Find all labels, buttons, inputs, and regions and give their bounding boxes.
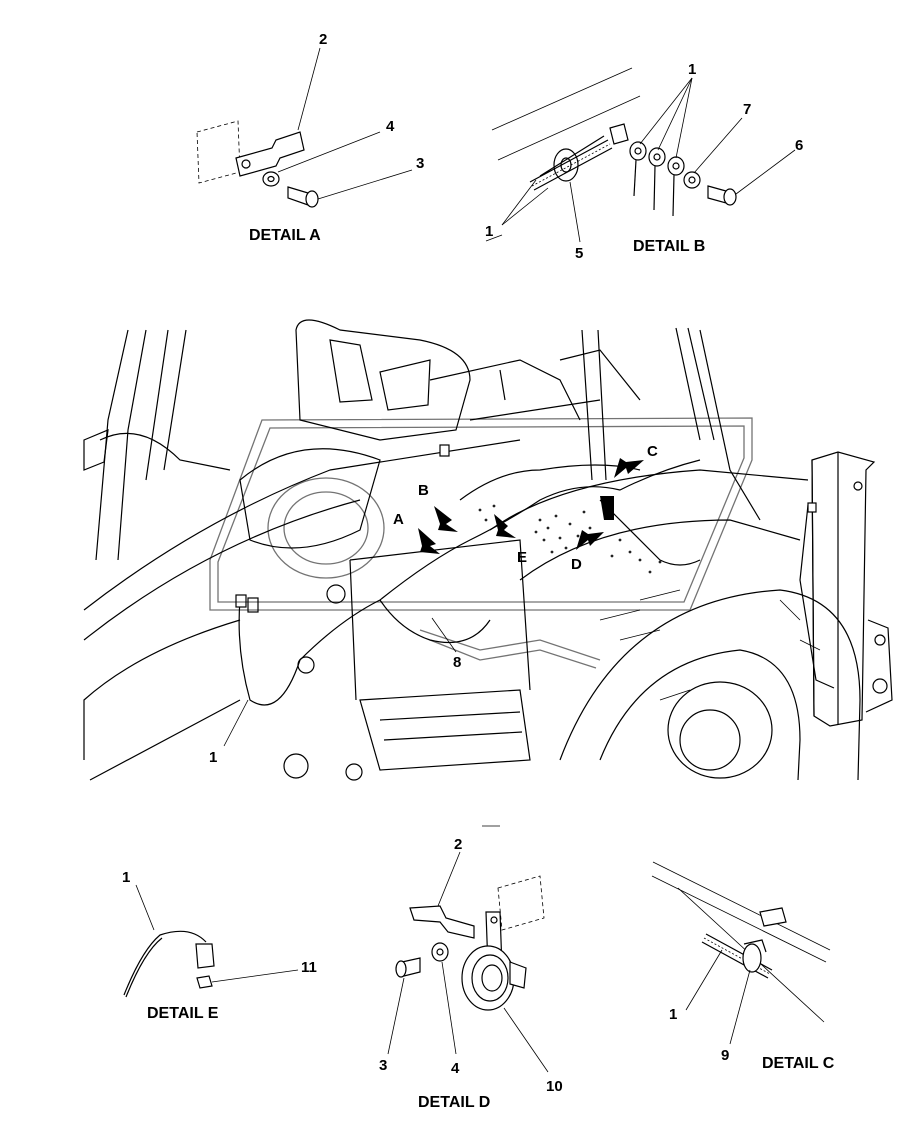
detail-c: 1 9 DETAIL C [651,861,835,1072]
main-letter-c: C [647,443,658,460]
main-view: A B C D E 8 1 [83,319,893,781]
detail-a: 2 4 3 DETAIL A [196,31,424,244]
detail-d-title: DETAIL D [418,1094,490,1111]
detail-b-spacer [609,123,629,145]
arrow-b [434,506,458,532]
detail-d-plate [497,875,545,931]
detail-c-callout-1: 1 [669,1006,677,1023]
main-callout-1: 1 [209,749,217,766]
detail-a-plate [196,120,241,184]
relay-cluster [478,504,662,574]
detail-c-tie [742,943,762,973]
main-callout-8: 8 [453,654,461,671]
detail-b-title: DETAIL B [633,238,705,255]
detail-a-bolt [287,186,309,206]
detail-b: 1 7 6 1 5 DETAIL B [485,61,803,262]
main-letter-d: D [571,556,582,573]
rear-fender [489,469,809,581]
main-letter-e: E [517,549,527,566]
detail-d-callout-3: 3 [379,1057,387,1074]
detail-e: 1 11 DETAIL E [122,869,317,1022]
detail-a-callout-3: 3 [416,155,424,172]
detail-b-cable-bundle [529,135,613,191]
detail-d-callout-4: 4 [451,1060,460,1077]
detail-d-callout-2: 2 [454,836,462,853]
step [359,689,531,771]
wheel-hub [667,681,773,779]
detail-b-callout-1-left: 1 [485,223,493,240]
right-cab-pillar [581,327,761,521]
detail-a-callout-2: 2 [319,31,327,48]
detail-d: 2 3 4 10 DETAIL D [379,836,563,1111]
detail-d-callout-10: 10 [546,1078,563,1095]
arrow-c [614,458,644,478]
detail-c-title: DETAIL C [762,1055,835,1072]
detail-b-callout-5: 5 [575,245,583,262]
detail-a-title: DETAIL A [249,227,321,244]
pointer-arrows [418,458,644,554]
detail-e-cable [123,930,207,996]
watermark-ring [267,477,385,579]
detail-a-bracket-hole [241,159,251,169]
detail-d-washer [431,942,449,962]
rear-frame-post [811,451,876,727]
detail-c-callout-9: 9 [721,1047,729,1064]
main-harness [238,459,701,706]
rear-tyre [559,589,861,781]
detail-d-bracket [409,905,475,939]
detail-c-cable [701,933,773,979]
detail-b-bolt [707,185,727,204]
main-letter-a: A [393,511,404,528]
console [429,349,641,421]
detail-b-callout-6: 6 [795,137,803,154]
arrow-d [576,530,604,550]
detail-e-sensor [195,943,215,969]
detail-b-grommet [553,148,579,182]
detail-a-washer [262,171,280,187]
detail-c-clip-block [759,907,787,927]
arrow-a [418,528,440,554]
detail-b-washer [683,171,701,189]
detail-b-callout-1-top: 1 [688,61,696,78]
detail-a-bracket [235,131,305,177]
arrow-e [494,514,516,538]
detail-b-callout-7: 7 [743,101,751,118]
detail-e-callout-11: 11 [301,959,317,976]
detail-e-tip [196,975,213,989]
main-letter-b: B [418,482,429,499]
left-cab-pillar [95,329,187,561]
detail-e-callout-1: 1 [122,869,130,886]
watermark-frame [209,417,753,611]
seat [295,319,471,441]
detail-b-ring-terminals [629,141,685,217]
detail-e-title: DETAIL E [147,1005,219,1022]
detail-a-callout-4: 4 [386,118,395,135]
